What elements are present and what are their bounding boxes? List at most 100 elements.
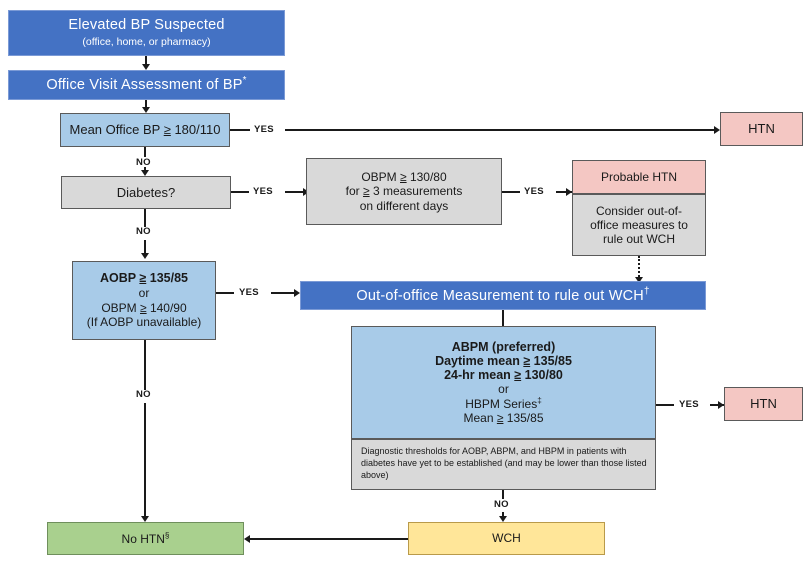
obpm-repeat-line1-post: 130/80 [406, 169, 447, 184]
greater-equal-icon: ≥ [496, 411, 504, 425]
node-elevated-bp-suspected: Elevated BP Suspected (office, home, or … [8, 10, 285, 56]
aobp-line3-post: 140/90 [146, 300, 187, 315]
node-wch: WCH [408, 522, 605, 555]
aobp-line3: OBPM ≥ 140/90 [101, 301, 186, 316]
office-visit-label: Office Visit Assessment of BP [46, 77, 243, 94]
edge-label-no-aobp: NO [136, 389, 151, 400]
abpm-line6-post: 135/85 [503, 411, 544, 425]
no-htn-label: No HTN [121, 531, 165, 546]
node-out-of-office-measurement: Out-of-office Measurement to rule out WC… [300, 281, 706, 310]
elevated-bp-title: Elevated BP Suspected [68, 16, 225, 33]
connector-obpm-to-probable-htn [556, 191, 574, 193]
abpm-line6: Mean ≥ 135/85 [464, 411, 544, 425]
edge-label-yes-mean-office: YES [254, 124, 274, 135]
connector-office-to-meanbp [145, 100, 147, 110]
arrowhead-diabetes-to-aobp [141, 253, 149, 259]
no-htn-superscript: § [164, 530, 170, 540]
edge-label-yes-obpm-repeat: YES [524, 186, 544, 197]
arrowhead-elevated-to-office [142, 64, 150, 70]
probable-htn-header: Probable HTN [600, 170, 678, 184]
out-of-office-superscript: † [643, 285, 650, 297]
abpm-line5-superscript: ‡ [537, 396, 542, 405]
abpm-line2-pre: Daytime mean [435, 354, 524, 368]
abpm-line3-post: 130/80 [521, 368, 563, 382]
arrowhead-obpm-to-probable-htn [566, 188, 572, 196]
obpm-repeat-line1-pre: OBPM [361, 169, 401, 184]
arrowhead-aobp-to-nohtn [141, 516, 149, 522]
abpm-line5-text: HBPM Series [465, 397, 538, 411]
aobp-line1-pre: AOBP [100, 270, 140, 285]
out-of-office-label-wrap: Out-of-office Measurement to rule out WC… [356, 286, 649, 306]
connector-abpm-no-upper [502, 490, 504, 499]
arrowhead-probable-htn-to-outofoffice [635, 277, 643, 283]
probable-htn-body-line2: office measures to [590, 218, 688, 232]
connector-aobp-no-upper [144, 340, 146, 390]
aobp-line1: AOBP ≥ 135/85 [100, 271, 188, 286]
connector-aobp-no-lower [144, 403, 146, 519]
abpm-line1: ABPM (preferred) [451, 340, 556, 354]
arrowhead-office-to-meanbp [142, 107, 150, 113]
node-diabetes: Diabetes? [61, 176, 231, 209]
greater-equal-icon: ≥ [363, 184, 370, 199]
abpm-line5: HBPM Series‡ [465, 396, 542, 411]
greater-equal-icon: ≥ [163, 122, 171, 138]
connector-diabetes-no-upper [144, 209, 146, 227]
arrowhead-abpm-to-wch [499, 516, 507, 522]
out-of-office-label: Out-of-office Measurement to rule out WC… [356, 287, 644, 304]
connector-abpm-to-htn-right [710, 404, 724, 406]
abpm-criteria-part: ABPM (preferred) Daytime mean ≥ 135/85 2… [351, 326, 656, 439]
arrowhead-wch-to-nohtn [244, 535, 250, 543]
abpm-line6-pre: Mean [463, 411, 497, 425]
abpm-line3: 24-hr mean ≥ 130/80 [444, 368, 563, 382]
htn-top-label: HTN [748, 121, 775, 137]
aobp-line4: (If AOBP unavailable) [86, 315, 202, 330]
aobp-line2: or [138, 286, 150, 301]
obpm-repeat-line2: for ≥ 3 measurements [346, 184, 463, 199]
connector-meanbp-no-upper [144, 147, 146, 157]
probable-htn-body-line3: rule out WCH [602, 232, 676, 246]
edge-label-no-mean-office: NO [136, 157, 151, 168]
arrowhead-meanbp-to-htn-top [714, 126, 720, 134]
obpm-repeat-line1: OBPM ≥ 130/80 [361, 170, 446, 185]
connector-meanbp-to-htn-top [285, 129, 717, 131]
abpm-line2-post: 135/85 [530, 354, 572, 368]
wch-label: WCH [492, 531, 521, 546]
no-htn-label-wrap: No HTN§ [122, 531, 170, 547]
node-obpm-repeat: OBPM ≥ 130/80 for ≥ 3 measurements on di… [306, 158, 502, 225]
node-office-visit-assessment: Office Visit Assessment of BP* [8, 70, 285, 100]
connector-aobp-yes-stub [216, 292, 234, 294]
edge-label-no-abpm: NO [494, 499, 509, 510]
mean-office-bp-pre: Mean Office BP [69, 122, 164, 138]
node-aobp-criteria: AOBP ≥ 135/85 or OBPM ≥ 140/90 (If AOBP … [72, 261, 216, 340]
connector-probable-htn-to-outofoffice-dotted [638, 256, 640, 280]
arrowhead-meanbp-to-diabetes [141, 170, 149, 176]
mean-office-bp-post: 180/110 [170, 122, 221, 138]
connector-wch-to-nohtn [250, 538, 408, 540]
edge-label-yes-diabetes: YES [253, 186, 273, 197]
arrowhead-aobp-to-outofoffice [294, 289, 300, 297]
greater-equal-icon: ≥ [514, 368, 522, 382]
connector-elevated-to-office [145, 56, 147, 68]
office-visit-superscript: * [242, 75, 247, 87]
aobp-line3-pre: OBPM [101, 300, 141, 315]
connector-diabetes-no-lower [144, 240, 146, 255]
arrowhead-abpm-to-htn-right [718, 401, 724, 409]
node-abpm-criteria-block: ABPM (preferred) Daytime mean ≥ 135/85 2… [351, 326, 656, 490]
diagnostic-note-part: Diagnostic thresholds for AOBP, ABPM, an… [351, 439, 656, 490]
abpm-line4: or [498, 382, 509, 396]
node-probable-htn: Probable HTN Consider out-of- office mea… [572, 160, 706, 256]
office-visit-label-wrap: Office Visit Assessment of BP* [46, 75, 246, 95]
greater-equal-icon: ≥ [400, 169, 407, 184]
greater-equal-icon: ≥ [140, 300, 147, 315]
greater-equal-icon: ≥ [523, 354, 531, 368]
obpm-repeat-line3: on different days [359, 198, 449, 213]
abpm-line2: Daytime mean ≥ 135/85 [435, 354, 572, 368]
connector-aobp-to-outofoffice [271, 292, 296, 294]
obpm-repeat-line2-post: 3 measurements [369, 184, 463, 199]
connector-outofoffice-to-abpm [502, 310, 504, 326]
abpm-line3-pre: 24-hr mean [444, 368, 515, 382]
connector-obpm-yes-stub [502, 191, 520, 193]
edge-label-yes-abpm: YES [679, 399, 699, 410]
mean-office-bp-label: Mean Office BP ≥ 180/110 [70, 122, 221, 138]
